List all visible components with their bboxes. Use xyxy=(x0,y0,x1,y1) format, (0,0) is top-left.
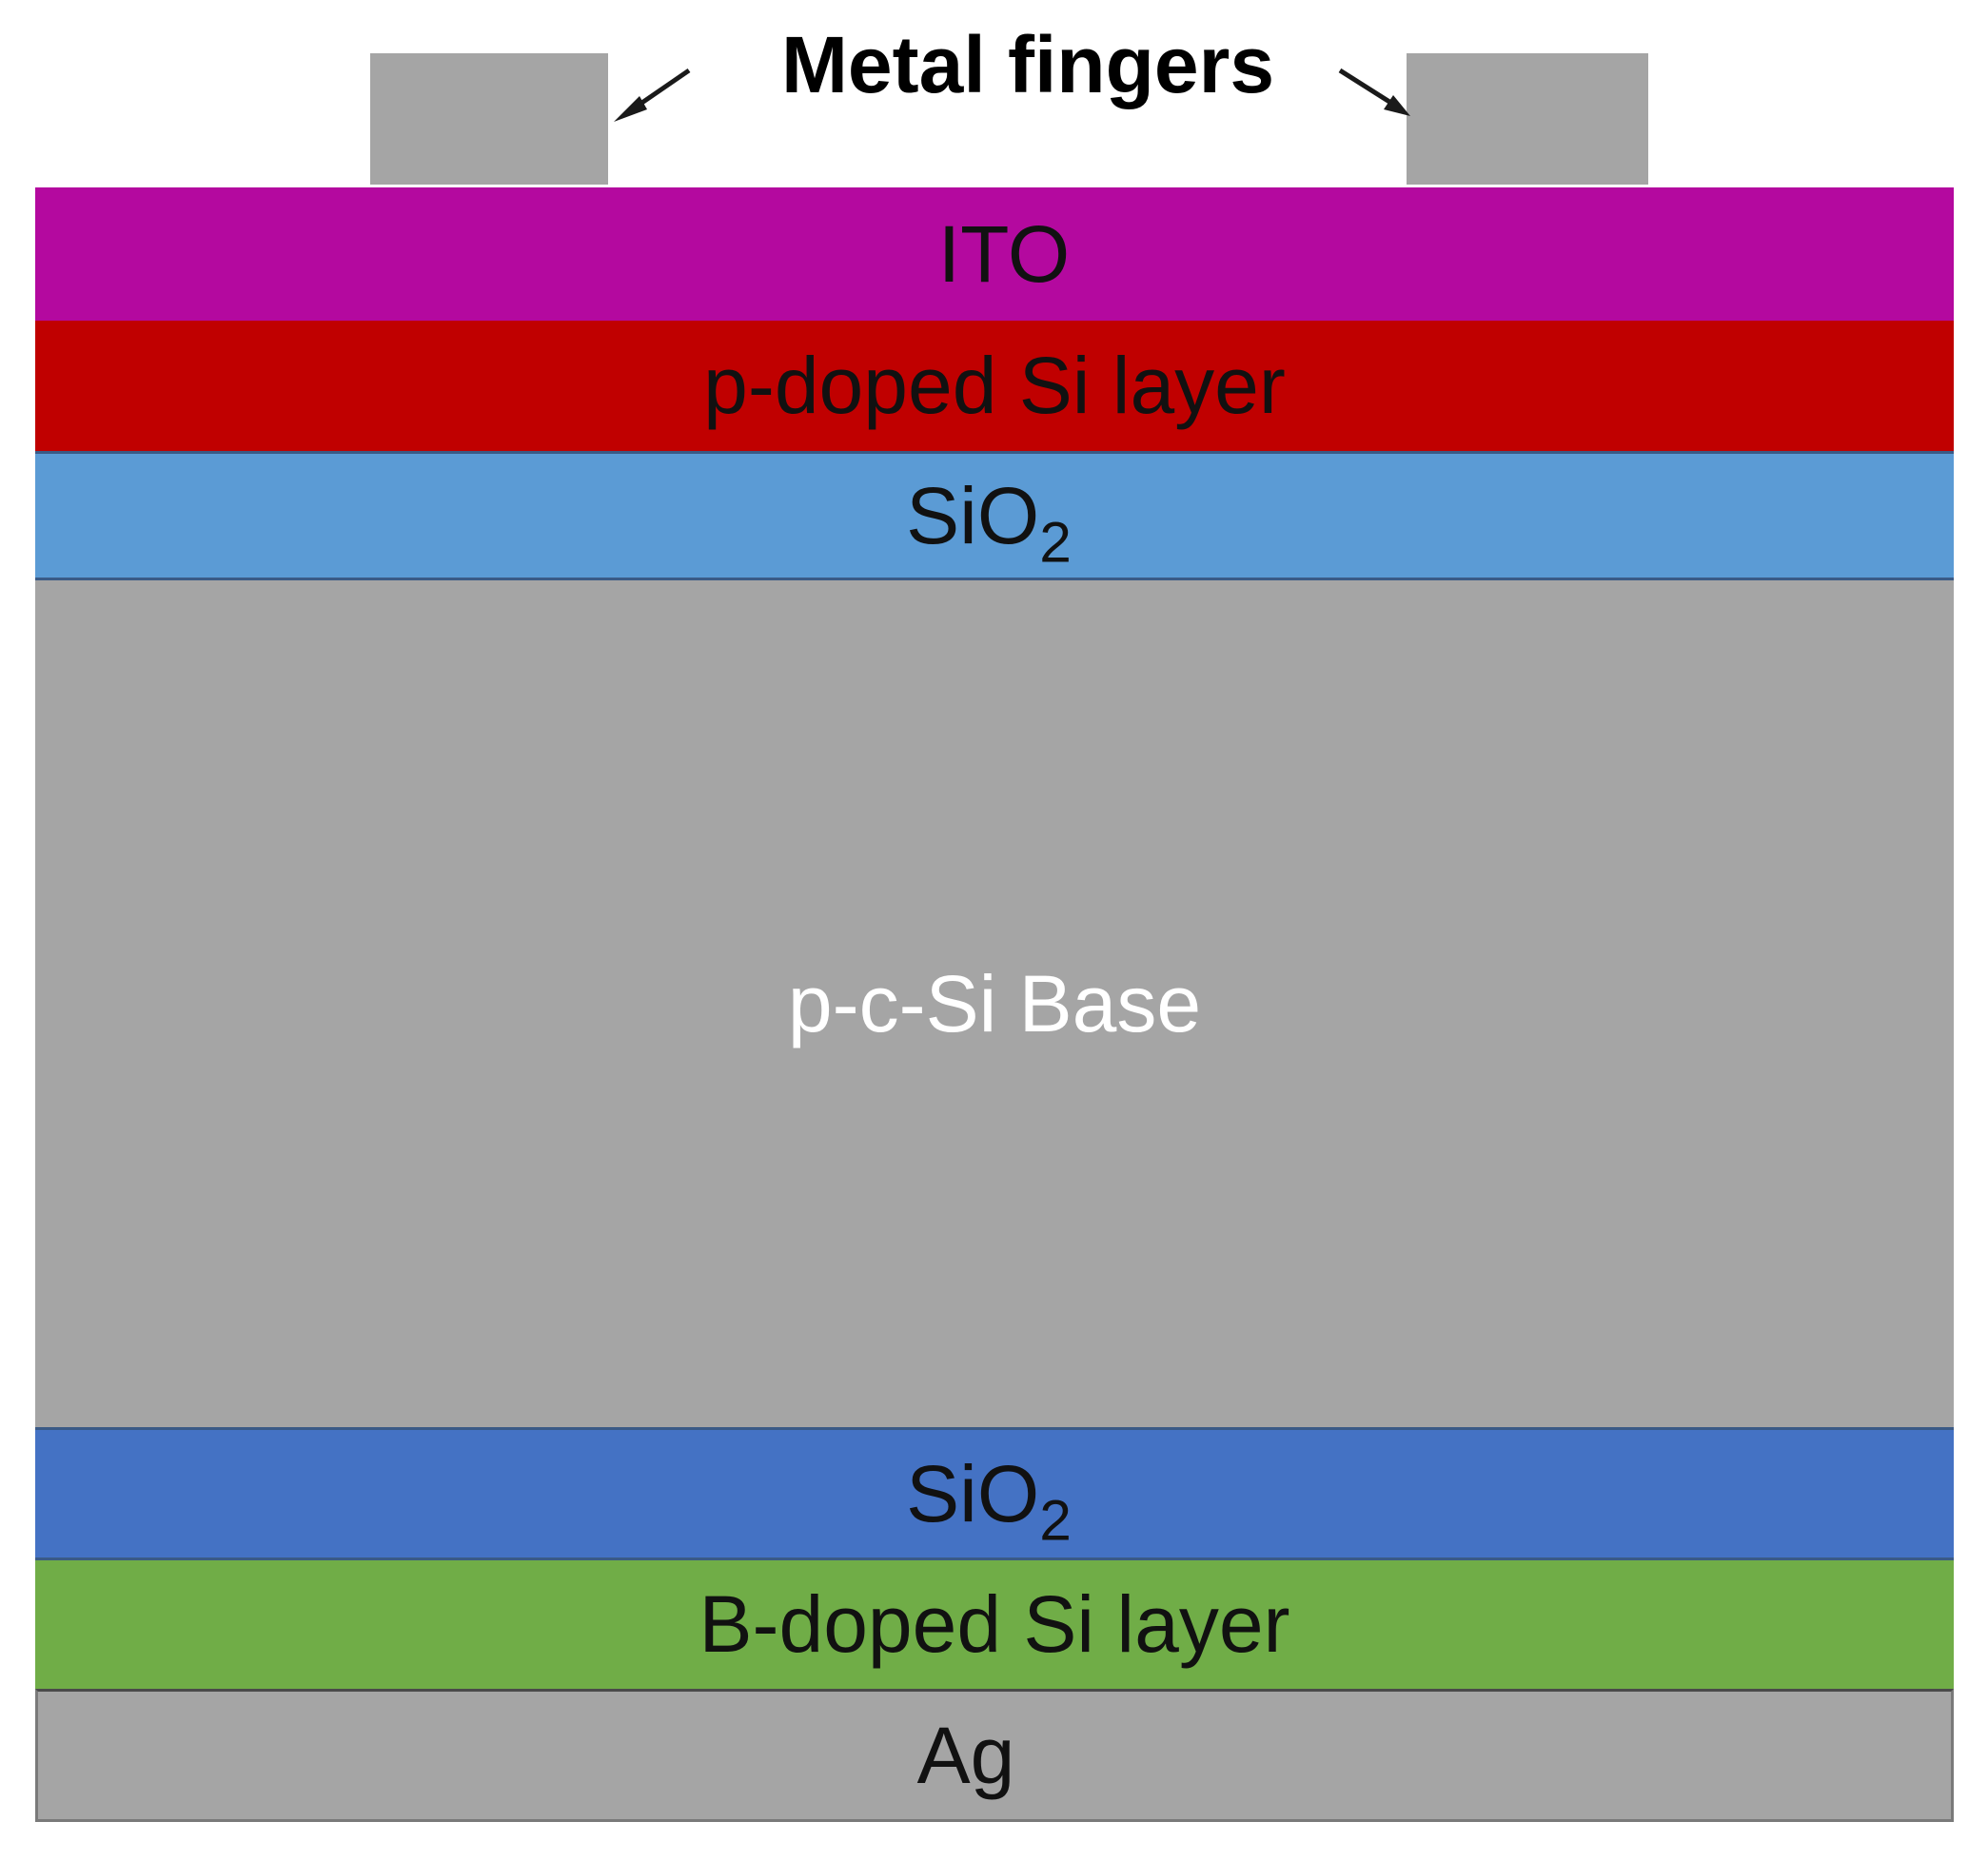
metal-finger-left xyxy=(370,53,608,185)
layer-ag-label: Ag xyxy=(916,1710,1015,1800)
arrow-left-icon xyxy=(614,68,691,122)
layer-ito: ITO xyxy=(35,187,1954,321)
layer-sio2-bottom-label: SiO2 xyxy=(906,1448,1072,1552)
layer-sio2-top: SiO2 xyxy=(35,451,1954,578)
metal-finger-right xyxy=(1407,53,1648,185)
layer-p-c-si-base-label: p-c-Si Base xyxy=(787,958,1202,1048)
layer-p-doped-si: p-doped Si layer xyxy=(35,321,1954,451)
layer-ag: Ag xyxy=(35,1689,1954,1822)
layer-ito-label: ITO xyxy=(937,208,1071,299)
layer-p-c-si-base: p-c-Si Base xyxy=(35,578,1954,1427)
layer-sio2-bottom: SiO2 xyxy=(35,1427,1954,1557)
metal-fingers-label: Metal fingers xyxy=(780,20,1275,109)
pointer-arrows xyxy=(614,68,1410,122)
layer-p-doped-si-label: p-doped Si layer xyxy=(703,341,1286,430)
layer-stack: ITO p-doped Si layer SiO2 p-c-Si Base Si… xyxy=(35,187,1954,1822)
layer-b-doped-si-label: B-doped Si layer xyxy=(699,1579,1290,1669)
layer-sio2-top-label: SiO2 xyxy=(906,470,1072,574)
arrow-right-icon xyxy=(1338,68,1410,116)
layer-b-doped-si: B-doped Si layer xyxy=(35,1557,1954,1689)
